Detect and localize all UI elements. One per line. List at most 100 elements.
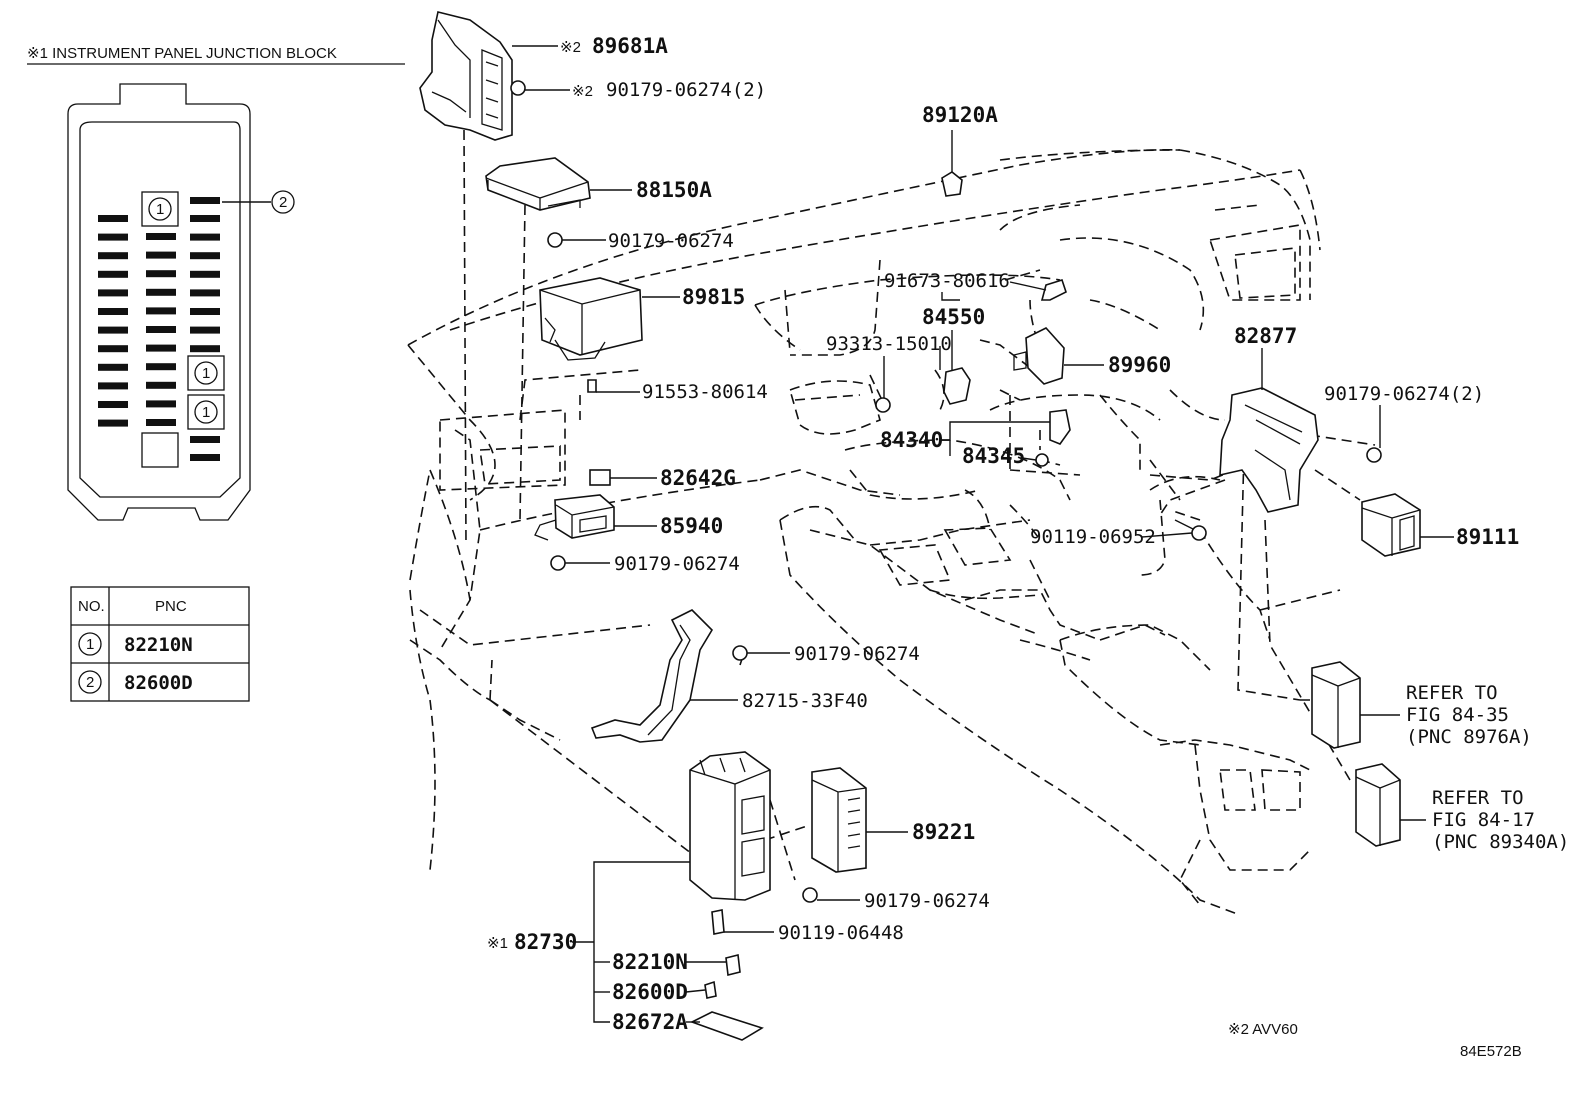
fuse-slot xyxy=(98,382,128,390)
fuse-slot xyxy=(98,401,128,408)
fuse-slots xyxy=(98,197,220,461)
fuse-slot xyxy=(146,326,176,333)
label-82730-mark: ※1 xyxy=(487,935,508,952)
junction-block-detail: ※1 INSTRUMENT PANEL JUNCTION BLOCK 1 1 1… xyxy=(27,45,405,521)
fuse-slot xyxy=(146,233,176,240)
label-89815: 89815 xyxy=(682,285,745,309)
module-89340A-icon xyxy=(1355,763,1401,847)
fuse-slot xyxy=(190,270,220,278)
label-90179-06274-c: 90179-06274 xyxy=(794,643,920,665)
bolt-90119-icon xyxy=(711,909,725,935)
fuse-slot xyxy=(146,400,176,408)
fuse-slot xyxy=(146,270,176,278)
label-91553-80614: 91553-80614 xyxy=(642,381,768,403)
refer-2-line2: FIG 84-17 xyxy=(1432,809,1535,831)
fuse-slot xyxy=(190,454,220,461)
clip-93313-icon xyxy=(875,397,891,413)
label-90179-06274-a: 90179-06274 xyxy=(608,230,734,252)
junction-block-82730-icon xyxy=(689,751,771,901)
module-8976A-icon xyxy=(1311,661,1361,749)
label-89120A: 89120A xyxy=(922,103,998,127)
fuse-slot xyxy=(98,419,128,427)
refer-1-line1: REFER TO xyxy=(1406,682,1498,704)
note-avv60: ※2 AVV60 xyxy=(1228,1021,1298,1038)
relay-82642G-icon xyxy=(589,469,611,486)
svg-text:1: 1 xyxy=(202,404,210,421)
label-90119-06952: 90119-06952 xyxy=(1030,526,1156,548)
fuse-82600D-icon xyxy=(704,980,717,999)
fuse-slot xyxy=(98,215,128,222)
fuse-slot xyxy=(190,308,220,315)
switch-84550-icon xyxy=(943,367,971,405)
table-row-2-no: 2 xyxy=(86,674,94,691)
callout-2: 2 xyxy=(271,190,295,214)
fuse-slot xyxy=(146,307,176,315)
junction-block-inner-outline xyxy=(79,121,241,498)
fuse-slot xyxy=(98,289,128,297)
fuse-slot xyxy=(146,381,176,389)
bolt-90119-06952-icon xyxy=(1174,519,1207,541)
nut-90179-icon xyxy=(1366,447,1382,463)
fuse-slot xyxy=(146,344,176,352)
label-82600D: 82600D xyxy=(612,980,688,1004)
label-90119-06448: 90119-06448 xyxy=(778,922,904,944)
table-row-2-pnc: 82600D xyxy=(124,672,193,694)
fuse-slot xyxy=(98,345,128,353)
table-row-1-pnc: 82210N xyxy=(124,634,193,656)
bracket-82877-icon xyxy=(1219,387,1319,513)
label-84340: 84340 xyxy=(880,428,943,452)
refer-1-line2: FIG 84-35 xyxy=(1406,704,1509,726)
label-82715-33F40: 82715-33F40 xyxy=(742,690,868,712)
bolt-91553-icon xyxy=(587,379,597,393)
fuse-slot xyxy=(98,363,128,371)
label-89221: 89221 xyxy=(912,820,975,844)
refer-2-line1: REFER TO xyxy=(1432,787,1524,809)
bolt-91673-icon xyxy=(1040,279,1067,301)
table-header-pnc: PNC xyxy=(155,598,187,615)
fuse-slot xyxy=(190,233,220,241)
label-91673-80616: 91673-80616 xyxy=(884,270,1010,292)
label-89111: 89111 xyxy=(1456,525,1519,549)
switch-84345-icon xyxy=(1035,453,1049,467)
sensor-89120A-icon xyxy=(941,171,963,197)
fuse-82210N-b: 1 xyxy=(187,355,225,391)
fuse-slot xyxy=(190,197,220,204)
fuse-slot xyxy=(190,345,220,353)
bracket-82715-icon xyxy=(590,609,714,743)
unit-85940-icon xyxy=(534,494,615,541)
label-90179-06274-2a-mark: ※2 xyxy=(572,83,593,100)
refer-2-line3: (PNC 89340A) xyxy=(1432,831,1569,853)
pnc-table: NO. PNC 1 82210N 2 82600D xyxy=(70,586,250,702)
fuse-slot xyxy=(146,363,176,371)
fuse-slot xyxy=(146,288,176,296)
nut-90179-icon xyxy=(802,887,818,903)
junction-block-outline xyxy=(67,83,251,521)
fuse-slot xyxy=(190,326,220,334)
table-row-1-no: 1 xyxy=(86,636,94,653)
label-82642G: 82642G xyxy=(660,466,736,490)
label-84345: 84345 xyxy=(962,444,1025,468)
label-90179-06274-2a: 90179-06274(2) xyxy=(606,79,766,101)
label-89681A-mark: ※2 xyxy=(560,39,581,56)
label-89681A: 89681A xyxy=(592,34,668,58)
ecu-89221-icon xyxy=(811,767,867,873)
fuse-slot xyxy=(98,326,128,334)
label-89960: 89960 xyxy=(1108,353,1171,377)
fuse-slot xyxy=(98,308,128,315)
part-shapes xyxy=(419,11,1421,1041)
label-82877: 82877 xyxy=(1234,324,1297,348)
fuse-82210N-a: 1 xyxy=(141,191,179,227)
fuse-slot xyxy=(190,252,220,260)
fuse-82210N-c: 1 xyxy=(187,394,225,430)
figure-code: 84E572B xyxy=(1460,1043,1522,1060)
part-labels: ※2 89681A ※2 90179-06274(2) 88150A 90179… xyxy=(487,34,1569,1060)
label-84550: 84550 xyxy=(922,305,985,329)
table-header-no: NO. xyxy=(78,598,105,615)
label-85940: 85940 xyxy=(660,514,723,538)
fuse-slot xyxy=(98,270,128,278)
relay-slot xyxy=(141,432,179,468)
fuse-slot xyxy=(190,289,220,297)
fuse-slot xyxy=(190,215,220,222)
nut-90179-icon xyxy=(547,232,563,248)
